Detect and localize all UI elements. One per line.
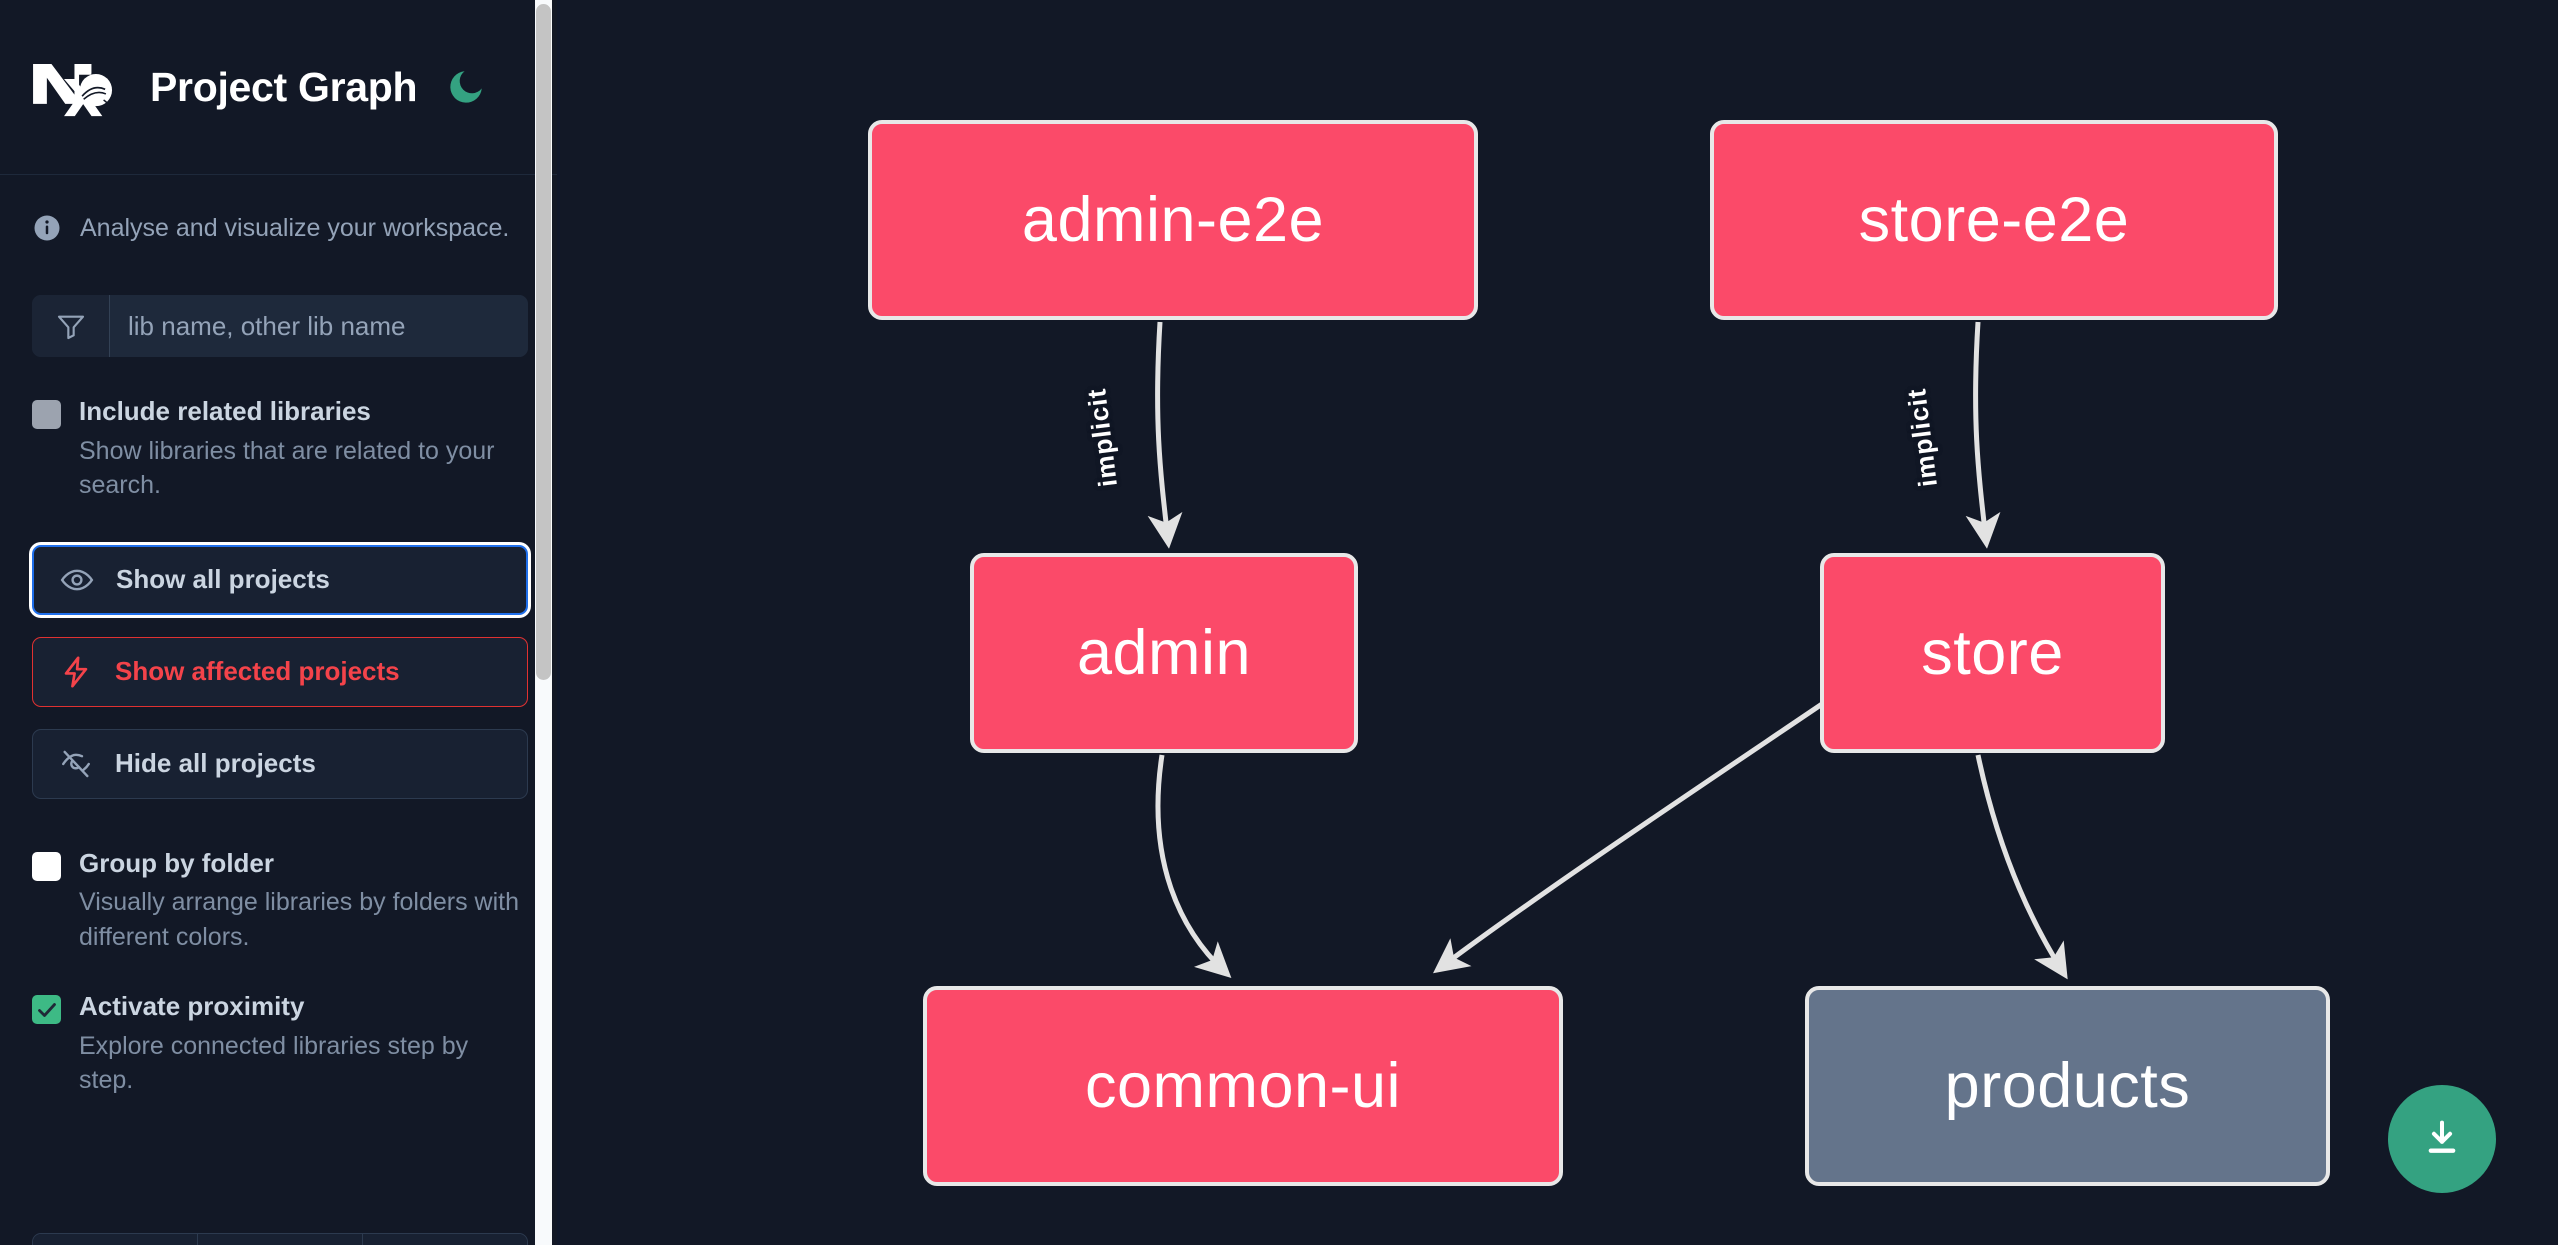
edge-admin-common-ui: [1155, 754, 1232, 978]
graph-node-store-e2e-label: store-e2e: [1858, 185, 2130, 255]
checkbox-group-by-folder-box[interactable]: [32, 851, 61, 881]
page-title: Project Graph: [150, 63, 418, 110]
proximity-step-increase[interactable]: [363, 1234, 527, 1245]
checkbox-activate-proximity[interactable]: Activate proximity Explore connected lib…: [32, 990, 528, 1098]
edge-store-products: [1975, 754, 2068, 980]
search-input[interactable]: [110, 295, 528, 357]
graph-node-store-e2e[interactable]: store-e2e: [1710, 120, 2278, 320]
workspace-tagline: Analyse and visualize your workspace.: [32, 213, 528, 243]
graph-node-admin-e2e[interactable]: admin-e2e: [868, 120, 1478, 320]
graph-node-admin-e2e-label: admin-e2e: [1021, 185, 1325, 255]
graph-node-store-label: store: [1921, 618, 2064, 688]
visibility-button-group: Show all projects Show affected projects: [32, 544, 528, 799]
hide-all-projects-label: Hide all projects: [115, 748, 316, 778]
graph-node-common-ui-label: common-ui: [1084, 1051, 1402, 1121]
proximity-step-button-group[interactable]: [32, 1233, 528, 1245]
eye-off-icon: [59, 747, 93, 781]
graph-node-admin[interactable]: admin: [970, 553, 1358, 753]
graph-edges: [1147, 321, 2068, 980]
proximity-step-value[interactable]: [198, 1234, 363, 1245]
nx-logo-icon: [30, 56, 122, 118]
sidebar-scrollbar-thumb[interactable]: [536, 4, 551, 680]
sidebar-body: Analyse and visualize your workspace. In…: [0, 213, 560, 1098]
graph-node-common-ui[interactable]: common-ui: [923, 986, 1563, 1186]
lightning-bolt-icon: [59, 655, 93, 689]
proximity-step-decrease[interactable]: [33, 1234, 198, 1245]
graph-node-admin-label: admin: [1076, 618, 1252, 688]
sidebar-divider: [557, 0, 560, 1245]
checkbox-include-related-libraries-box[interactable]: [32, 400, 61, 429]
checkbox-include-related-libraries-desc: Show libraries that are related to your …: [79, 436, 495, 500]
graph-node-store[interactable]: store: [1820, 553, 2165, 753]
graph-canvas[interactable]: admin-e2e store-e2e admin store common-u…: [560, 0, 2558, 1245]
show-all-projects-label: Show all projects: [116, 564, 330, 594]
checkbox-activate-proximity-desc: Explore connected libraries step by step…: [79, 1031, 469, 1095]
download-image-button[interactable]: [2388, 1085, 2496, 1193]
show-affected-projects-label: Show affected projects: [115, 656, 400, 686]
sidebar: Project Graph Analyse and visualize your…: [0, 0, 560, 1245]
hide-all-projects-button[interactable]: Hide all projects: [32, 728, 528, 799]
show-affected-projects-button[interactable]: Show affected projects: [32, 636, 528, 707]
tagline-text: Analyse and visualize your workspace.: [80, 213, 510, 242]
checkbox-include-related-libraries-label: Include related libraries: [79, 396, 371, 426]
checkbox-include-related-libraries[interactable]: Include related libraries Show libraries…: [32, 395, 528, 503]
moon-icon[interactable]: [445, 66, 487, 108]
download-icon: [2419, 1115, 2465, 1164]
filter-icon: [32, 295, 110, 357]
checkbox-activate-proximity-label: Activate proximity: [79, 991, 305, 1021]
eye-icon: [60, 563, 94, 597]
edge-admin-e2e-admin: [1147, 321, 1183, 549]
sidebar-scrollbar[interactable]: [535, 0, 552, 1245]
sidebar-header: Project Graph: [0, 0, 560, 175]
checkbox-group-by-folder-desc: Visually arrange libraries by folders wi…: [79, 888, 520, 951]
edge-store-common-ui: [1433, 697, 1830, 974]
graph-node-products[interactable]: products: [1805, 986, 2330, 1186]
info-icon: [32, 213, 62, 243]
checkbox-activate-proximity-box[interactable]: [32, 995, 61, 1024]
edge-store-e2e-store: [1965, 321, 2001, 549]
show-all-projects-button[interactable]: Show all projects: [32, 544, 528, 615]
search-box[interactable]: [32, 295, 528, 357]
checkbox-group-by-folder[interactable]: Group by folder Visually arrange librari…: [32, 847, 528, 955]
checkbox-group-by-folder-label: Group by folder: [79, 847, 274, 878]
graph-node-products-label: products: [1944, 1051, 2191, 1121]
